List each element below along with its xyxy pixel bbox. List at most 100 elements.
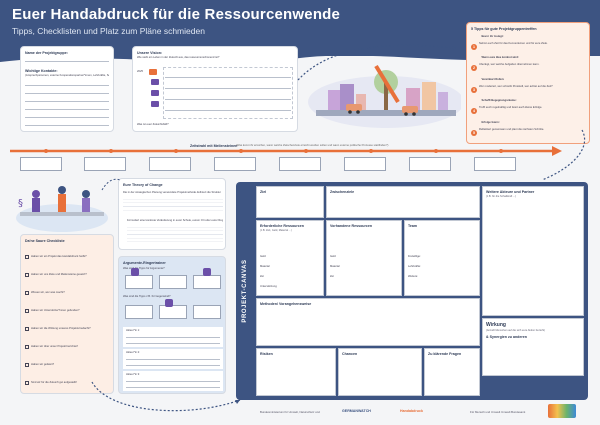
canvas-cell-ziel[interactable]: Ziel: [256, 186, 324, 218]
canvas-cell-vorhanden[interactable]: Vorhandene Ressourcen Geld Material Zeit: [326, 220, 402, 296]
canvas-cell-zwischenziele[interactable]: Zwischenziele: [326, 186, 480, 218]
checkbox[interactable]: [25, 362, 29, 367]
milestone-box[interactable]: [84, 157, 126, 171]
canvas-cell-wirkung[interactable]: Wirkung (Anzahl Menschen auf die sich eu…: [482, 318, 584, 376]
argument-card[interactable]: [193, 305, 221, 319]
checkbox[interactable]: [25, 326, 29, 331]
checklist-item[interactable]: Haben wir über unser Projekt berichtet?: [25, 338, 78, 356]
vision-year-2025: [149, 69, 157, 75]
field-label: Zeit: [330, 275, 335, 278]
arguments-q1: Was sind die Tipps für Argumente?: [123, 267, 165, 270]
argument-card[interactable]: [125, 275, 153, 289]
argument-card[interactable]: [159, 275, 187, 289]
checkbox[interactable]: [25, 272, 29, 277]
cell-title: Zwischenziele: [330, 190, 355, 194]
field-label: Unterstützung: [260, 285, 277, 288]
contacts-line[interactable]: [25, 109, 109, 110]
canvas-vertical-label: PROJEKT-CANVAS: [237, 186, 253, 396]
contacts-line[interactable]: [25, 85, 109, 86]
vision-write-area[interactable]: [163, 67, 293, 119]
canvas-cell-methoden[interactable]: Methoden/ Vorangehensweise: [256, 298, 480, 346]
vision-line[interactable]: [165, 88, 291, 89]
milestone-box[interactable]: [20, 157, 62, 171]
milestone-box[interactable]: [344, 157, 386, 171]
city-illustration: [308, 64, 461, 128]
checklist-box: Da'ne Saure Checkliste Haben wir ein Pro…: [20, 234, 114, 394]
tip-number-badge: 2: [471, 65, 477, 71]
cell-title: Team: [408, 224, 418, 228]
milestone-box[interactable]: [149, 157, 191, 171]
checklist-text: Haben wir uns Ziele und Meilensteine ges…: [31, 272, 87, 276]
group-name-line[interactable]: [25, 61, 109, 62]
checkbox[interactable]: [25, 344, 29, 349]
footer-logo: Handabdruck: [400, 409, 423, 413]
checklist-text: Sind wir für die Zukunft gut aufgestellt…: [31, 380, 78, 384]
vision-line[interactable]: [165, 110, 291, 111]
milestone-box[interactable]: [474, 157, 516, 171]
actor-label: Akteur*in 1:: [126, 329, 140, 332]
tip-number-badge: 3: [471, 87, 477, 93]
checkbox[interactable]: [25, 254, 29, 259]
cell-title: Chancen: [342, 352, 358, 356]
canvas-cell-weitere[interactable]: Weitere Akteure und Partner (z.B. für di…: [482, 186, 584, 316]
contacts-line[interactable]: [25, 93, 109, 94]
tip-item: 3 Vereinbart Rollen: Wer moderiert, wer …: [471, 78, 587, 98]
checklist-title: Da'ne Saure Checkliste: [25, 239, 65, 243]
cell-title: Wirkung: [486, 322, 506, 328]
canvas-cell-risiken[interactable]: Risiken: [256, 348, 336, 396]
vision-line[interactable]: [165, 77, 291, 78]
group-name-label: Name der Projektgruppe:: [25, 51, 68, 55]
checkbox[interactable]: [25, 380, 29, 385]
milestone-box[interactable]: [214, 157, 256, 171]
canvas-cell-chancen[interactable]: Chancen: [338, 348, 422, 396]
checklist-item[interactable]: Haben wir uns Ziele und Meilensteine ges…: [25, 266, 87, 284]
actor-line[interactable]: [126, 365, 220, 366]
actor-line[interactable]: [126, 387, 220, 388]
checklist-item[interactable]: Wissen wir, wer was macht?: [25, 284, 65, 302]
contacts-line[interactable]: [25, 117, 109, 118]
checklist-text: Wissen wir, wer was macht?: [31, 290, 65, 294]
tip-head: Erfolge feiern:: [481, 121, 500, 124]
argument-card[interactable]: [125, 305, 153, 319]
vision-line[interactable]: [165, 99, 291, 100]
argument-card[interactable]: [159, 305, 187, 319]
actor-line[interactable]: [126, 337, 220, 338]
contacts-line[interactable]: [25, 101, 109, 102]
cell-sub: (z.B. Zeit, Geld, Material ...): [260, 229, 292, 232]
svg-text:§: §: [18, 198, 23, 209]
timeline-label: Zeitstrahl mit Meilensteinen: [190, 144, 238, 148]
checklist-item[interactable]: Sind wir für die Zukunft gut aufgestellt…: [25, 374, 77, 392]
tip-head: Schafft Begegnungsräume:: [481, 99, 517, 102]
team-label: Weitere:: [408, 275, 418, 278]
checklist-item[interactable]: Haben wir Unterstützer*innen gefunden?: [25, 302, 80, 320]
theory-paragraph: Die in der strategischen Planung verwend…: [123, 191, 221, 194]
canvas-cell-zu-klaeren[interactable]: Zu klärende Fragen: [424, 348, 480, 396]
footer-logo: Bundesministerium für Umwelt, Naturschut…: [260, 410, 320, 414]
actor-line[interactable]: [126, 359, 220, 360]
checklist-item[interactable]: Haben wir ein Projekt das Handabdruck he…: [25, 248, 87, 266]
actor-line[interactable]: [126, 381, 220, 382]
milestone-box[interactable]: [279, 157, 321, 171]
checkbox[interactable]: [25, 308, 29, 313]
checklist-item[interactable]: Haben wir die Wirkung unseres Projekts b…: [25, 320, 91, 338]
cell-title: Vorhandene Ressourcen: [330, 224, 373, 228]
checkbox[interactable]: [25, 290, 29, 295]
field-label: Material: [260, 265, 270, 268]
tip-text: Überlegt, wer welche Aufgaben übernehmen…: [479, 63, 540, 66]
checklist-item[interactable]: Haben wir gefeiert?: [25, 356, 54, 374]
canvas-cell-erforderlich[interactable]: Erforderliche Ressourcen (z.B. Zeit, Gel…: [256, 220, 324, 296]
connector-dashed: [101, 178, 121, 191]
arguments-box: Argumente-Ringertrainer Was sind die Tip…: [118, 256, 226, 394]
cell-title: Methoden/ Vorangehensweise: [260, 302, 312, 306]
vision-box: Unsere Vision: Wie sieht ein Leben in de…: [132, 46, 298, 132]
argument-card[interactable]: [193, 275, 221, 289]
tip-item: 5 Erfolge feiern: Reflektiert gemeinsam …: [471, 121, 587, 141]
arguments-title: Argumente-Ringertrainer: [123, 261, 166, 265]
checklist-text: Haben wir über unser Projekt berichtet?: [31, 344, 79, 348]
canvas-cell-team[interactable]: Team Freiwillige: Lehrkräfte: Weitere:: [404, 220, 480, 296]
milestone-box[interactable]: [409, 157, 451, 171]
actor-line[interactable]: [126, 343, 220, 344]
field-label: Geld: [260, 255, 266, 258]
contacts-line[interactable]: [25, 125, 109, 126]
